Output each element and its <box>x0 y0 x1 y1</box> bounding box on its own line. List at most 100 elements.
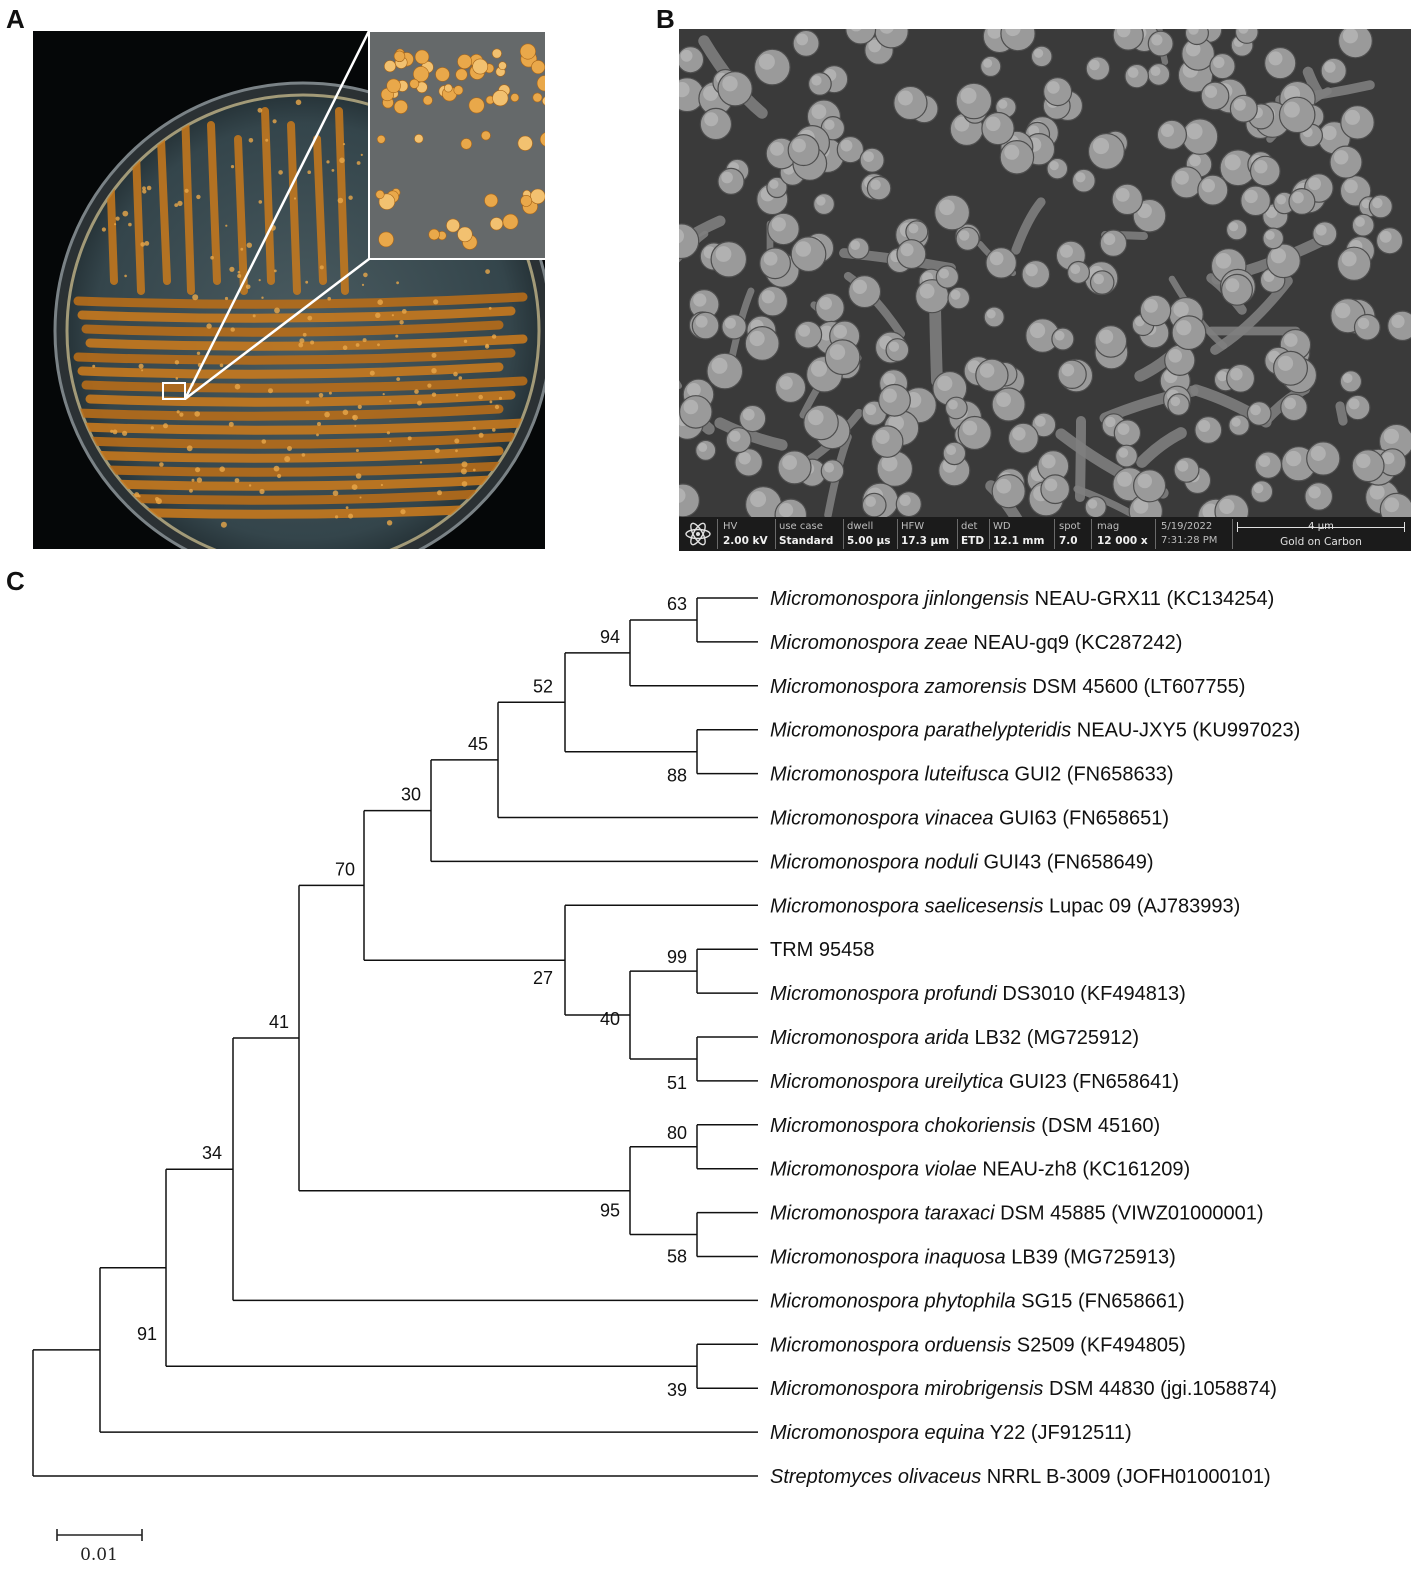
spore-highlight <box>1012 427 1026 441</box>
leaf-label: Micromonospora saelicesensis Lupac 09 (A… <box>770 895 1240 917</box>
colony-dot <box>396 377 401 381</box>
leaf-strain: NEAU-zh8 (KC161209) <box>977 1159 1190 1181</box>
colony-dot <box>124 274 127 278</box>
colony-dot <box>359 496 362 499</box>
colony-streaks <box>73 99 528 531</box>
colony-dot <box>122 210 129 217</box>
colony-dot <box>229 266 235 272</box>
spore-highlight <box>698 442 708 452</box>
zoom-marker-box <box>162 382 186 400</box>
bootstrap-value: 52 <box>533 676 553 696</box>
leaf-taxon: Micromonospora arida <box>770 1027 969 1049</box>
tree-scale-bar: 0.01 <box>56 1529 143 1565</box>
leaf-label: Micromonospora vinacea GUI63 (FN658651) <box>770 808 1169 830</box>
leaf-strain: (DSM 45160) <box>1036 1115 1161 1137</box>
colony-dot <box>195 467 201 473</box>
inset-colony <box>530 188 545 205</box>
colony-dot <box>362 338 367 343</box>
spore-highlight <box>946 445 957 456</box>
spore-highlight <box>875 429 890 444</box>
spore-highlight <box>811 104 827 119</box>
inset-colony <box>457 226 473 243</box>
sem-coating: Gold on Carbon <box>1280 536 1362 548</box>
bootstrap-value: 91 <box>137 1324 157 1344</box>
leaf-strain: GUI2 (FN658633) <box>1009 764 1174 786</box>
spore-highlight <box>1215 253 1232 269</box>
inset-colony <box>498 61 507 71</box>
colony-dot <box>414 389 419 394</box>
sem-image <box>679 29 1411 549</box>
spore-highlight <box>1310 446 1326 461</box>
inset-colony <box>510 93 520 102</box>
spore-highlight <box>721 171 733 184</box>
leaf-taxon: Micromonospora equina <box>770 1422 985 1444</box>
inset-colony <box>502 213 519 230</box>
colony-streak-horizontal <box>77 418 528 435</box>
spore-highlight <box>824 462 835 473</box>
colony-streak-vertical <box>181 107 195 295</box>
colony-dot <box>219 363 224 368</box>
colony-dot <box>141 369 144 372</box>
leaf-label: Streptomyces olivaceus NRRL B-3009 (JOFH… <box>770 1466 1271 1488</box>
spore-highlight <box>998 99 1008 109</box>
inset-colony <box>472 58 489 75</box>
colony-dot <box>310 340 315 345</box>
colony-dot <box>382 393 385 396</box>
colony-dot <box>316 433 319 437</box>
spore-highlight <box>868 39 882 53</box>
leaf-strain: LB39 (MG725913) <box>1006 1247 1176 1269</box>
spore-highlight <box>1186 123 1203 140</box>
colony-dot <box>319 265 324 270</box>
inset-colony <box>460 138 472 150</box>
bootstrap-value: 51 <box>667 1073 687 1093</box>
spore-highlight <box>1268 51 1283 66</box>
spore-highlight <box>1341 251 1357 267</box>
colony-dot <box>230 165 235 169</box>
hypha <box>714 417 788 451</box>
spore-highlight <box>833 324 847 339</box>
colony-dot <box>258 200 263 204</box>
colony-dot <box>395 334 399 338</box>
colony-streak-vertical <box>234 135 248 295</box>
inset-colony <box>422 95 433 106</box>
leaf-strain: NEAU-gq9 (KC287242) <box>968 632 1183 654</box>
spore-highlight <box>1127 67 1139 78</box>
spore-highlight <box>1202 503 1219 520</box>
spore-highlight <box>1176 320 1192 336</box>
colony-dot <box>454 438 460 444</box>
colony-dot <box>144 241 150 246</box>
inset-colony <box>446 218 460 233</box>
leaf-label: Micromonospora inaquosa LB39 (MG725913) <box>770 1247 1176 1269</box>
spore-highlight <box>851 29 862 32</box>
leaf-taxon: Micromonospora zeae <box>770 632 968 654</box>
sem-scale-label: 4 μm <box>1308 521 1334 532</box>
colony-dot <box>115 216 120 221</box>
leaf-label: Micromonospora zamorensis DSM 45600 (LT6… <box>770 676 1245 698</box>
colony-dot <box>332 490 339 497</box>
colony-streak-horizontal <box>85 390 516 407</box>
colony-dot <box>355 473 362 479</box>
spore-highlight <box>1244 189 1258 204</box>
colony-dot <box>361 283 365 286</box>
spore-highlight <box>1285 450 1302 467</box>
spore-highlight <box>1117 423 1130 435</box>
colony-streak-vertical <box>207 121 221 285</box>
tree-branches <box>32 597 758 1477</box>
spore <box>679 223 700 260</box>
leaf-taxon: Micromonospora ureilytica <box>770 1071 1003 1093</box>
inset-colony <box>414 49 430 65</box>
colony-dot <box>295 99 302 106</box>
colony-dot <box>112 429 118 435</box>
leaf-strain: DSM 45885 (VIWZ01000001) <box>995 1203 1264 1225</box>
spore-highlight <box>704 112 719 127</box>
spore-highlight <box>1004 144 1020 160</box>
leaf-label: Micromonospora arida LB32 (MG725912) <box>770 1027 1139 1049</box>
spore-highlight <box>948 399 958 410</box>
colony-dot <box>196 351 201 355</box>
inset-colony <box>539 132 545 147</box>
spore-highlight <box>679 82 690 98</box>
inset-colony <box>414 133 424 144</box>
spore-highlight <box>722 76 738 92</box>
